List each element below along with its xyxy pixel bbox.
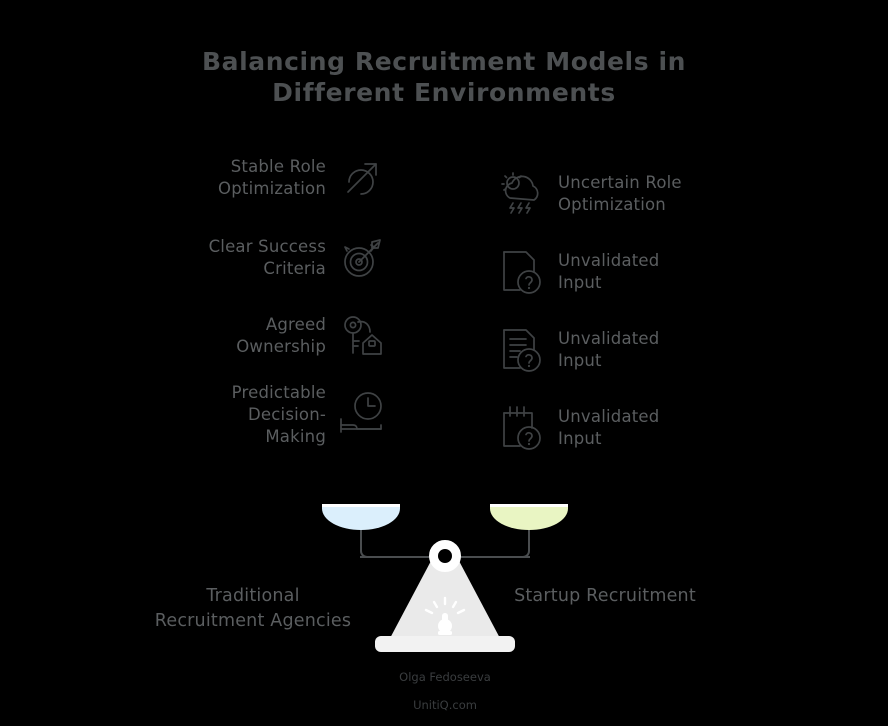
watermark-site: UnitiQ.com bbox=[413, 698, 477, 712]
page-title: Balancing Recruitment Models in Differen… bbox=[0, 46, 888, 108]
notepad-question-icon bbox=[496, 402, 548, 454]
item-label: Stable Role Optimization bbox=[218, 157, 326, 198]
document-question-icon bbox=[496, 246, 548, 298]
scale-label-left: Traditional Recruitment Agencies bbox=[154, 586, 352, 631]
scale-pan-left bbox=[322, 504, 400, 530]
item-label: Unvalidated Input bbox=[558, 251, 660, 292]
document-lines-question-icon bbox=[496, 324, 548, 376]
scale-pan-stem-left bbox=[360, 528, 362, 546]
sun-cloud-rain-icon bbox=[496, 168, 548, 220]
watermark-author: Olga Fedoseeva bbox=[399, 670, 491, 684]
list-item: Stable Role Optimization bbox=[158, 152, 388, 204]
list-item: Unvalidated Input bbox=[496, 324, 726, 376]
right-items-column: Uncertain Role Optimization Unvalidated … bbox=[496, 168, 726, 476]
list-item: Clear Success Criteria bbox=[158, 232, 388, 284]
target-dart-icon bbox=[336, 232, 388, 284]
scale-pan-right bbox=[490, 504, 568, 530]
title-line-2: Different Environments bbox=[272, 78, 616, 107]
item-label: Uncertain Role Optimization bbox=[558, 173, 682, 214]
item-label: Unvalidated Input bbox=[558, 407, 660, 448]
list-item: Predictable Decision- Making bbox=[158, 382, 388, 448]
balance-scale bbox=[296, 496, 592, 656]
lantern-icon bbox=[416, 590, 474, 638]
key-house-icon bbox=[336, 310, 388, 362]
balance-pivot-icon bbox=[429, 540, 461, 572]
list-item: Unvalidated Input bbox=[496, 246, 726, 298]
list-item: Uncertain Role Optimization bbox=[496, 168, 726, 220]
list-item: Agreed Ownership bbox=[158, 310, 388, 362]
watermark: Olga Fedoseeva UnitiQ.com bbox=[330, 656, 560, 726]
item-label: Unvalidated Input bbox=[558, 329, 660, 370]
circle-arrow-growth-icon bbox=[336, 152, 388, 204]
list-item: Unvalidated Input bbox=[496, 402, 726, 454]
scale-pan-stem-right bbox=[528, 528, 530, 546]
title-line-1: Balancing Recruitment Models in bbox=[201, 47, 687, 76]
clock-bed-icon bbox=[336, 389, 388, 441]
scale-label-right: Startup Recruitment bbox=[514, 586, 696, 606]
item-label: Agreed Ownership bbox=[236, 315, 326, 356]
item-label: Predictable Decision- Making bbox=[231, 383, 326, 446]
left-items-column: Stable Role Optimization Clear Success C… bbox=[158, 152, 388, 470]
item-label: Clear Success Criteria bbox=[208, 237, 326, 278]
scale-base bbox=[375, 636, 515, 652]
